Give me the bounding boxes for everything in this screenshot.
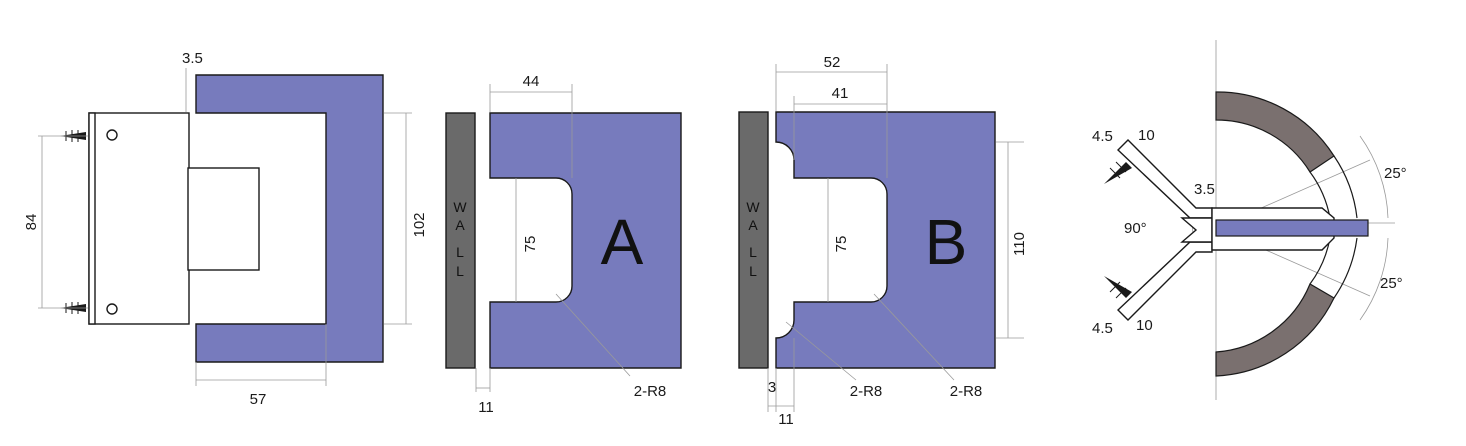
dim-41: 41 [832, 85, 849, 102]
dim-2-r8-right: 2-R8 [950, 383, 983, 400]
wall-letter-l1: L [749, 244, 757, 260]
figure-letter-a: A [601, 206, 644, 278]
dim-4-5-bottom: 4.5 [1092, 320, 1113, 337]
dim-52: 52 [824, 54, 841, 71]
dim-84: 84 [23, 214, 40, 231]
wall-letter-a: A [455, 217, 465, 233]
dim-75: 75 [833, 236, 850, 253]
swing-path-top-outer [1333, 155, 1358, 219]
dim-3: 3 [768, 379, 776, 396]
wall-letter-w: W [453, 199, 467, 215]
wall-block [445, 112, 476, 369]
screw-icon-lower [1104, 276, 1132, 299]
door-swing-arc-bottom [1215, 283, 1335, 377]
figure-d-hinge-top-view: 4.5 10 3.5 90° 4.5 10 25° 25° [1092, 40, 1407, 400]
glass-panel [775, 111, 996, 369]
glass-panel [489, 112, 682, 369]
dim-110: 110 [1011, 232, 1028, 256]
dim-11: 11 [778, 411, 794, 428]
dim-25-deg-top: 25° [1384, 165, 1407, 182]
hinge-arm-lower [1116, 241, 1213, 321]
wall-letter-l2: L [456, 263, 464, 279]
screw-hole-bottom [106, 303, 118, 315]
dim-44: 44 [523, 73, 540, 90]
wall-letter-a: A [748, 217, 758, 233]
wall-block [738, 111, 769, 369]
swing-path-bottom-outer [1333, 237, 1358, 299]
hinge-body [88, 112, 190, 325]
glass-panel [195, 74, 384, 363]
dim-3-5: 3.5 [182, 50, 203, 67]
figure-1-hinge-side-view: 3.5 84 102 57 [23, 50, 428, 408]
dim-90-deg: 90° [1124, 220, 1147, 237]
figure-a-glass-cutout: W A L L A 44 75 11 2-R8 [445, 73, 682, 416]
dim-75: 75 [522, 236, 539, 253]
dim-2-r8: 2-R8 [634, 383, 667, 400]
hinge-arm-upper [1116, 139, 1213, 219]
wall-letter-w: W [746, 199, 760, 215]
dim-3-5: 3.5 [1194, 181, 1215, 198]
dim-10-top: 10 [1138, 127, 1155, 144]
hinge-knuckle [1180, 217, 1213, 243]
dim-2-r8-left: 2-R8 [850, 383, 883, 400]
dim-11: 11 [478, 399, 494, 416]
door-swing-arc-top [1215, 91, 1335, 173]
hinge-flange [187, 167, 260, 271]
wall-letter-l1: L [456, 244, 464, 260]
wall-letter-l2: L [749, 263, 757, 279]
dim-102: 102 [411, 212, 428, 237]
dim-57: 57 [250, 391, 267, 408]
dim-25-deg-bottom: 25° [1380, 275, 1403, 292]
figure-letter-b: B [925, 206, 968, 278]
screw-icon-upper [1104, 161, 1132, 184]
dim-10-bottom: 10 [1136, 317, 1153, 334]
screw-hole-top [106, 129, 118, 141]
hinge-plate [88, 112, 96, 325]
dim-4-5-top: 4.5 [1092, 128, 1113, 145]
glass-edge [1215, 219, 1369, 237]
figure-b-glass-cutout: W A L L B 52 41 75 110 3 11 2-R8 2-R8 [738, 54, 1028, 428]
